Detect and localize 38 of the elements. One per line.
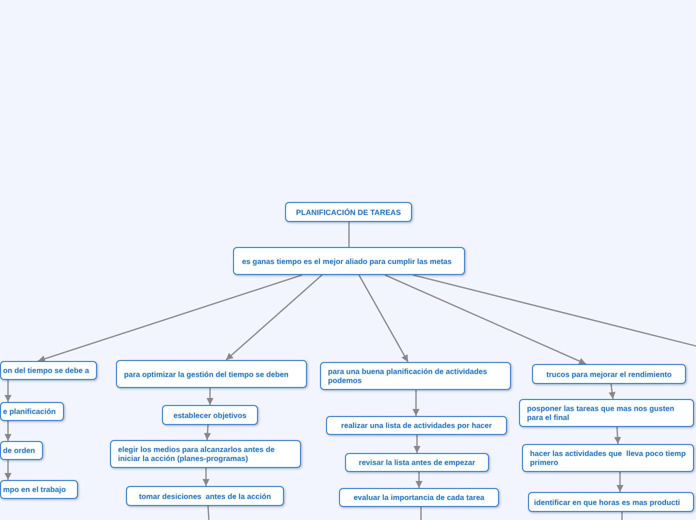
topic-box <box>519 399 694 427</box>
topic-box <box>116 360 307 388</box>
arrow <box>358 274 409 362</box>
arrow <box>206 388 214 405</box>
topic-box <box>522 444 694 472</box>
topic-box <box>126 486 284 506</box>
topic-box <box>0 361 97 380</box>
arrow <box>616 472 624 492</box>
arrow <box>4 421 12 441</box>
topic-box <box>0 402 64 421</box>
arrow <box>226 274 322 360</box>
arrow <box>38 274 302 362</box>
topic-box <box>345 453 489 472</box>
arrow <box>4 380 12 402</box>
connector-line <box>412 274 696 348</box>
topic-box <box>110 440 301 468</box>
arrow <box>4 460 12 480</box>
topic-box <box>326 416 507 435</box>
topic-box <box>0 480 78 499</box>
topic-box <box>0 441 43 460</box>
topic-box <box>532 364 686 384</box>
topic-box <box>339 488 499 507</box>
arrow <box>608 384 616 400</box>
connector-line <box>420 507 422 520</box>
arrow <box>204 424 211 440</box>
arrow <box>414 435 420 453</box>
title-box <box>285 202 412 222</box>
topic-box <box>528 492 694 512</box>
arrow <box>412 390 420 416</box>
arrow <box>614 426 622 444</box>
topic-box <box>162 405 258 425</box>
connector-line <box>348 222 350 247</box>
topic-box <box>233 247 465 275</box>
topic-box <box>320 362 511 390</box>
connector-line <box>207 506 210 520</box>
arrow <box>416 472 422 488</box>
arrow <box>384 274 586 365</box>
arrow <box>202 468 210 486</box>
